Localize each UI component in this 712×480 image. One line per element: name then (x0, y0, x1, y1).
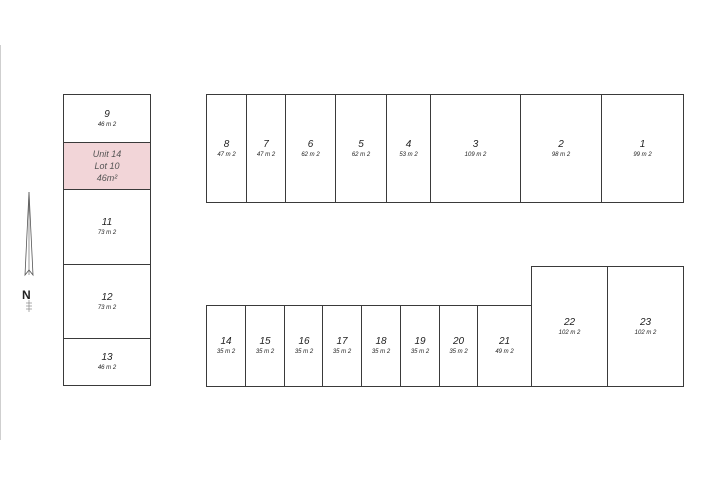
lot-number: 14 (220, 336, 232, 347)
lot-area: 49 m 2 (495, 349, 514, 355)
lot-16[interactable]: 16 35 m 2 (284, 305, 324, 387)
lot-number: 19 (414, 336, 426, 347)
lot-area: 35 m 2 (216, 349, 236, 355)
lot-number: 23 (639, 316, 652, 328)
lot-number: 9 (104, 108, 110, 120)
lot-17[interactable]: 17 35 m 2 (322, 305, 362, 387)
lot-13[interactable]: 13 46 m 2 (63, 338, 151, 386)
north-arrow-icon (24, 191, 34, 312)
lot-number: 15 (259, 336, 271, 347)
lot-area: 98 m 2 (551, 151, 571, 158)
lot-area: 35 m 2 (255, 349, 275, 355)
lot-number: 13 (101, 352, 113, 363)
lot-area: 53 m 2 (399, 151, 418, 158)
lot-number: 12 (101, 291, 113, 303)
left-border-line (0, 45, 1, 440)
lot-number: 4 (405, 138, 412, 150)
lot-number: 8 (223, 138, 230, 150)
lot-area: 47 m 2 (217, 151, 236, 158)
lot-number: 6 (307, 138, 314, 150)
lot-number: 17 (336, 336, 348, 347)
lot-number: 20 (452, 336, 465, 347)
lot-area: 46 m 2 (97, 365, 117, 371)
lot-number: 22 (563, 316, 576, 328)
lot-11[interactable]: 11 73 m 2 (63, 189, 151, 265)
lot-number: 18 (375, 336, 387, 347)
lot-20[interactable]: 20 35 m 2 (439, 305, 478, 387)
lot-14[interactable]: 14 35 m 2 (206, 305, 246, 387)
lot-area: 102 m 2 (558, 329, 581, 336)
unit-label: Unit 14 (92, 149, 122, 159)
lot-label: Lot 10 (94, 161, 120, 171)
lot-area: 47 m 2 (256, 151, 276, 158)
lot-area: 99 m 2 (633, 151, 652, 158)
lot-number: 5 (358, 138, 364, 150)
lot-area: 35 m 2 (294, 349, 314, 355)
lot-21[interactable]: 21 49 m 2 (477, 305, 532, 387)
lot-19[interactable]: 19 35 m 2 (400, 305, 440, 387)
lot-area: 35 m 2 (449, 349, 468, 355)
lot-area: 62 m 2 (351, 151, 371, 158)
lot-area: 46 m 2 (97, 121, 117, 128)
lot-number: 21 (498, 336, 511, 347)
lot-area: 102 m 2 (634, 329, 657, 336)
lot-area: 35 m 2 (332, 349, 352, 355)
lot-area: 109 m 2 (464, 151, 487, 158)
lot-number: 1 (639, 138, 646, 150)
lot-area: 35 m 2 (410, 349, 430, 355)
lot-number: 16 (298, 336, 310, 347)
lot-area: 62 m 2 (301, 151, 320, 158)
north-label: N (22, 288, 31, 302)
lot-area: 73 m 2 (97, 230, 117, 236)
lot-area: 46m² (96, 173, 118, 183)
lot-area: 35 m 2 (371, 349, 391, 355)
lot-unit-14-highlighted[interactable]: Unit 14 Lot 10 46m² (63, 142, 151, 190)
lot-number: 3 (472, 138, 479, 150)
lot-area: 73 m 2 (97, 304, 117, 311)
lot-15[interactable]: 15 35 m 2 (245, 305, 285, 387)
lot-number: 11 (101, 217, 113, 228)
lot-number: 2 (558, 138, 564, 150)
lot-18[interactable]: 18 35 m 2 (361, 305, 401, 387)
lot-number: 7 (263, 138, 269, 150)
